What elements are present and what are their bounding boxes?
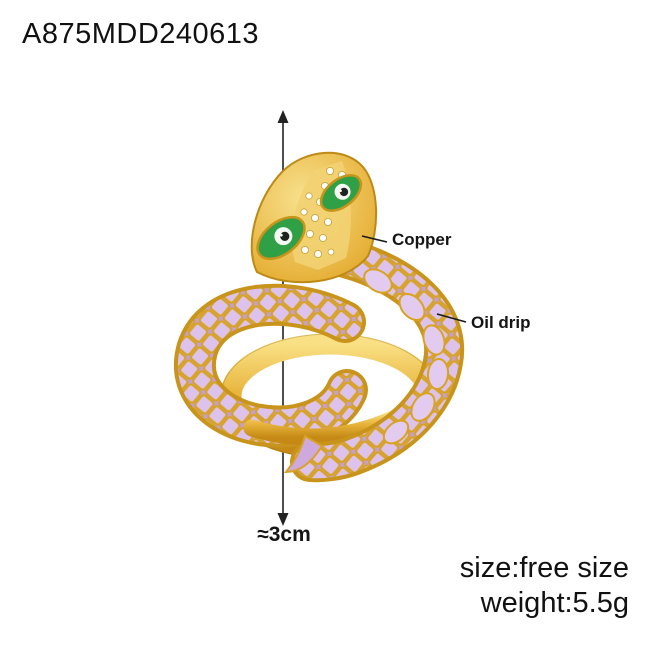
snake-left-eye <box>256 215 306 261</box>
height-measurement-label: ≈3cm <box>257 523 311 546</box>
specs-block: size:free size weight:5.5g <box>460 551 629 622</box>
copper-pointer-line <box>361 235 388 243</box>
copper-label: Copper <box>392 230 452 249</box>
callout-lines <box>361 235 467 323</box>
snake-coil <box>174 283 368 448</box>
snake-tail <box>283 434 324 474</box>
arrowhead-down-icon <box>277 513 289 526</box>
size-spec: size:free size <box>459 552 629 584</box>
snake-head <box>250 151 378 284</box>
oil-drip-pointer-line <box>436 313 467 323</box>
weight-spec: weight:5.5g <box>480 587 629 620</box>
snake-right-eye <box>319 174 363 212</box>
product-code: A875MDD240613 <box>22 18 260 50</box>
snake-body <box>290 238 465 483</box>
arrowhead-up-icon <box>277 110 289 123</box>
oil-drip-label: Oil drip <box>471 313 531 332</box>
body-scale-plates <box>363 268 450 445</box>
